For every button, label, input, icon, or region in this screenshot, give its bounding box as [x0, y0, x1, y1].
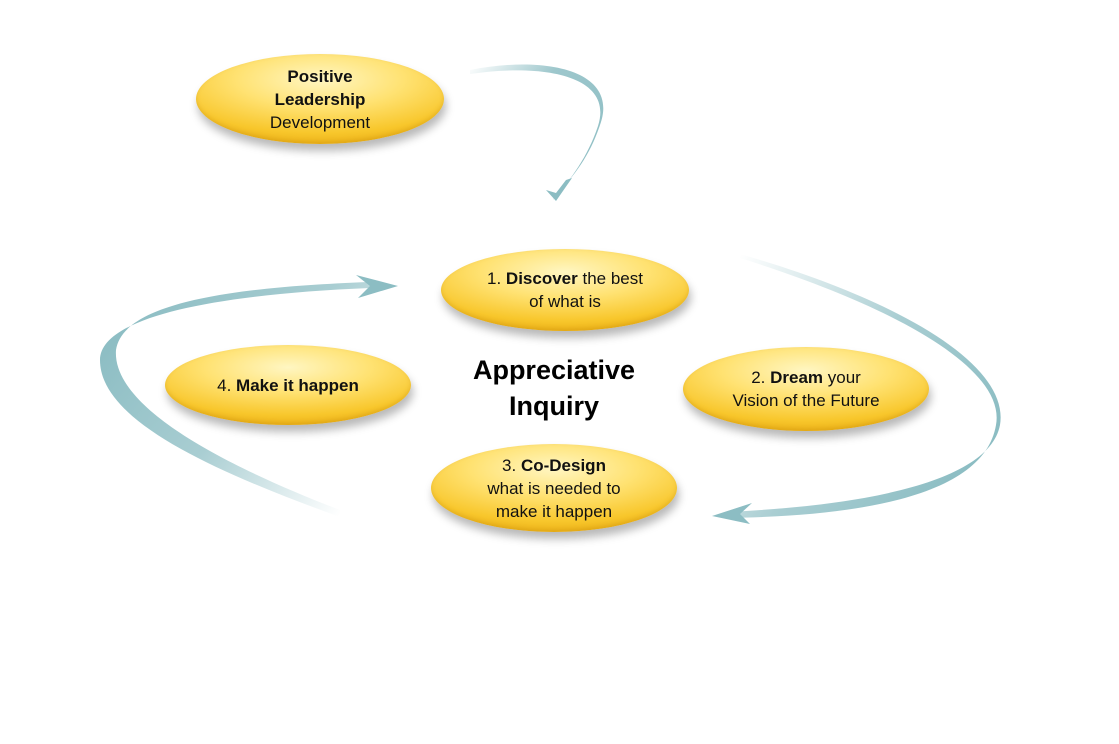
node-positive-leadership: Positive Leadership Development — [196, 54, 444, 144]
arrowhead-left — [356, 275, 398, 298]
leadership-line3: Development — [269, 112, 371, 132]
codesign-keyword: Co-Design — [520, 455, 606, 475]
codesign-number: 3. — [502, 455, 521, 475]
codesign-line3: make it happen — [495, 501, 613, 521]
center-title: Appreciative Inquiry — [434, 352, 674, 424]
discover-line2: of what is — [529, 292, 601, 311]
leadership-line1: Positive — [287, 66, 353, 86]
discover-rest: the best — [577, 269, 643, 288]
arrowhead-top — [546, 178, 572, 201]
dream-rest: your — [823, 368, 861, 387]
arrow-make-to-discover — [100, 282, 370, 517]
node-discover: 1. Discover the best of what is — [441, 249, 689, 331]
center-title-line2: Inquiry — [508, 391, 599, 421]
arrowhead-right — [712, 503, 752, 524]
dream-number: 2. — [751, 368, 771, 387]
codesign-line2: what is needed to — [487, 478, 621, 498]
dream-line2: Vision of the Future — [732, 391, 880, 410]
arrow-leadership-to-discover — [470, 64, 604, 201]
node-dream: 2. Dream your Vision of the Future — [683, 347, 929, 431]
discover-keyword: Discover — [505, 269, 578, 288]
discover-number: 1. — [487, 269, 506, 288]
dream-keyword: Dream — [770, 368, 824, 387]
node-make-it-happen: 4. Make it happen — [165, 345, 411, 425]
make-keyword: Make it happen — [236, 375, 359, 395]
leadership-line2: Leadership — [274, 89, 366, 109]
node-co-design: 3. Co-Design what is needed to make it h… — [431, 444, 677, 532]
make-number: 4. — [217, 375, 237, 395]
center-title-line1: Appreciative — [472, 355, 636, 385]
